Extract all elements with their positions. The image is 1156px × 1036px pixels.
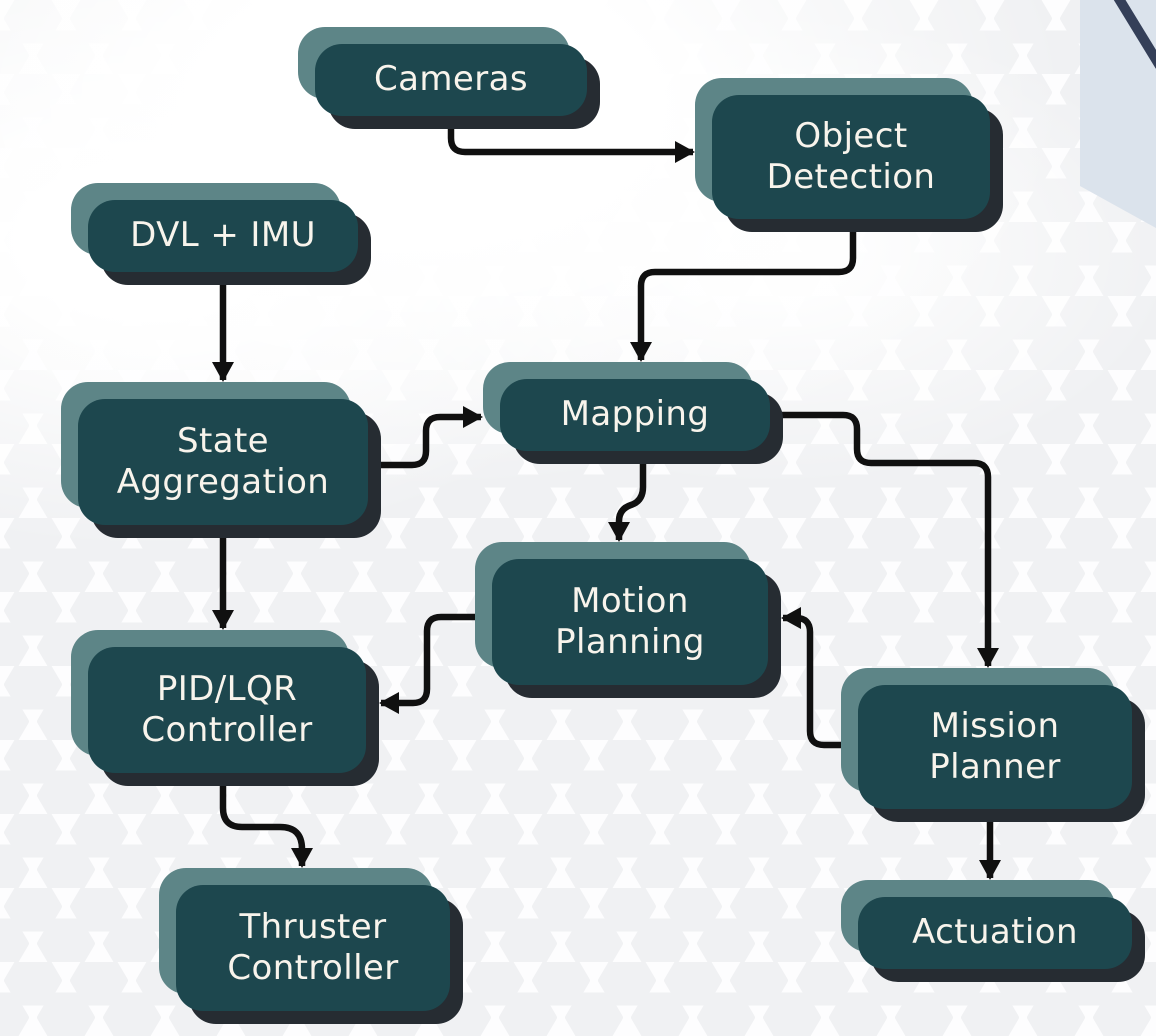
node-label: State Aggregation [116,420,330,502]
node-face: Thruster Controller [176,885,450,1011]
node-face: State Aggregation [78,399,368,525]
node-label: Cameras [374,59,528,100]
node-thruster-controller: Thruster Controller [159,868,463,1024]
node-label: Thruster Controller [227,906,399,988]
node-face: Mission Planner [858,685,1132,809]
node-pid-lqr-controller: PID/LQR Controller [71,630,379,786]
node-actuation: Actuation [841,880,1145,982]
node-label: Mission Planner [929,705,1061,787]
node-cameras: Cameras [298,27,600,129]
node-face: Motion Planning [492,559,768,685]
node-face: Cameras [315,44,587,116]
node-label: Mapping [560,394,710,435]
node-mission-planner: Mission Planner [841,668,1145,822]
node-label: Actuation [912,912,1078,953]
node-label: DVL + IMU [130,215,316,256]
node-label: Object Detection [766,115,936,197]
node-face: PID/LQR Controller [88,647,366,773]
node-face: Object Detection [712,95,990,219]
node-state-aggregation: State Aggregation [61,382,381,538]
node-label: Motion Planning [555,580,705,662]
node-dvl-imu: DVL + IMU [71,183,371,285]
node-label: PID/LQR Controller [141,668,313,750]
node-mapping: Mapping [483,362,783,464]
node-face: DVL + IMU [88,200,358,272]
node-object-detection: Object Detection [695,78,1003,232]
node-motion-planning: Motion Planning [475,542,781,698]
node-face: Mapping [500,379,770,451]
node-face: Actuation [858,897,1132,969]
